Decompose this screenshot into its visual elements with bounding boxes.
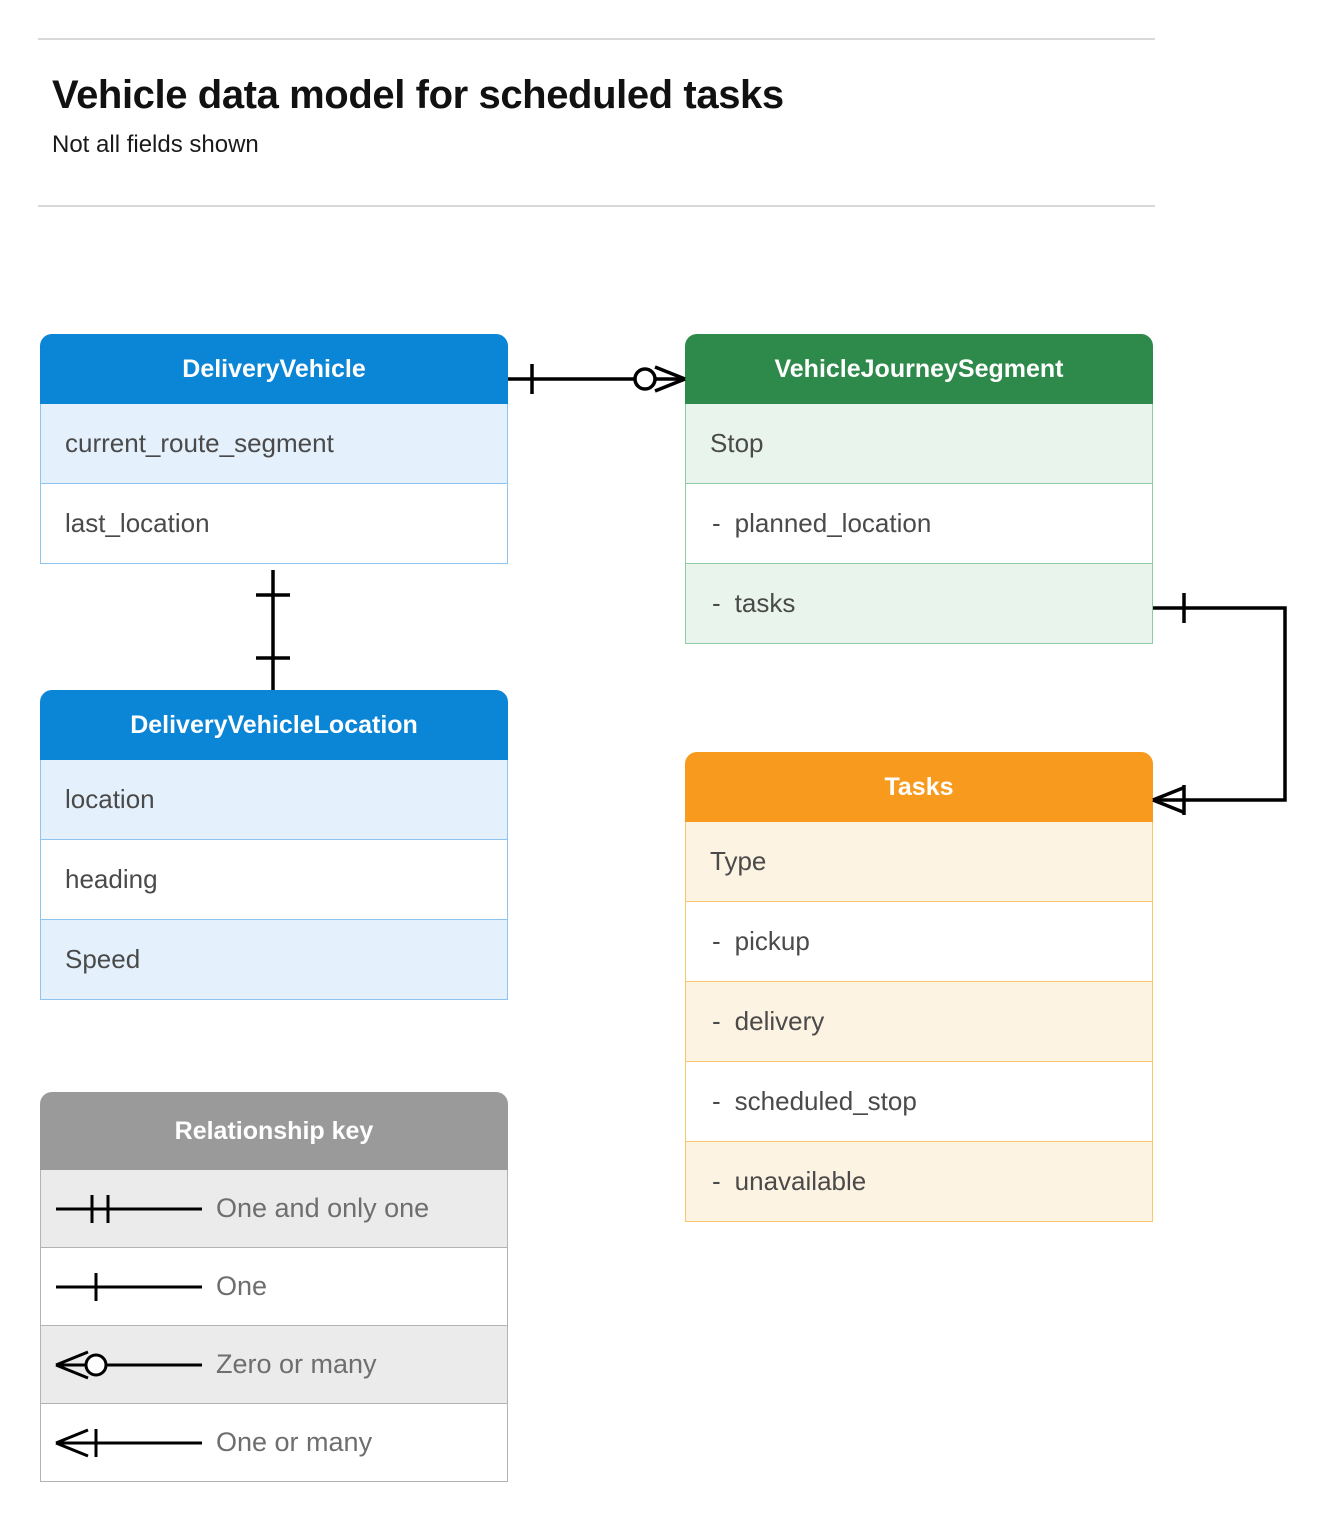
entity-field-row[interactable]: current_route_segment [40, 404, 508, 484]
legend-label: Zero or many [216, 1349, 377, 1379]
one-or-many-icon [41, 1423, 216, 1463]
legend-label: One [216, 1271, 268, 1301]
field-dash: - [712, 1006, 721, 1036]
field-label: Stop [710, 428, 764, 458]
legend-item-one-or-many: One or many [40, 1404, 508, 1482]
relationship-key-legend: Relationship key One and only one One [40, 1092, 508, 1482]
entity-title-delivery-vehicle: DeliveryVehicle [40, 334, 508, 404]
entity-field-row[interactable]: last_location [40, 484, 508, 564]
legend-label: One and only one [216, 1193, 430, 1223]
one-icon [41, 1267, 216, 1307]
entity-field-row[interactable]: - pickup [685, 902, 1153, 982]
field-label: Type [710, 846, 767, 876]
entity-vehicle-journey-segment[interactable]: VehicleJourneySegment Stop - planned_loc… [685, 334, 1153, 644]
field-label: tasks [734, 588, 796, 618]
field-dash: - [712, 1086, 721, 1116]
entity-field-row[interactable]: - scheduled_stop [685, 1062, 1153, 1142]
entity-field-row[interactable]: - planned_location [685, 484, 1153, 564]
legend-item-zero-or-many: Zero or many [40, 1326, 508, 1404]
field-dash: - [712, 926, 721, 956]
entity-delivery-vehicle[interactable]: DeliveryVehicle current_route_segment la… [40, 334, 508, 564]
legend-item-one: One [40, 1248, 508, 1326]
entity-field-row[interactable]: - tasks [685, 564, 1153, 644]
entity-title-vehicle-journey-segment: VehicleJourneySegment [685, 334, 1153, 404]
field-label: heading [65, 864, 158, 894]
entity-field-row[interactable]: - unavailable [685, 1142, 1153, 1222]
connector-deliveryvehicle-journeysegment [508, 364, 686, 394]
page-title: Vehicle data model for scheduled tasks [52, 73, 784, 117]
field-dash: - [712, 588, 721, 618]
entity-title-delivery-vehicle-location: DeliveryVehicleLocation [40, 690, 508, 760]
entity-field-row[interactable]: Type [685, 822, 1153, 902]
entity-field-row[interactable]: Speed [40, 920, 508, 1000]
legend-title: Relationship key [40, 1092, 508, 1170]
connector-journeysegment-tasks [1152, 593, 1287, 815]
legend-label: One or many [216, 1427, 373, 1457]
field-dash: - [712, 508, 721, 538]
field-label: pickup [734, 926, 810, 956]
zero-or-many-icon [41, 1345, 216, 1385]
field-label: last_location [65, 508, 210, 538]
entity-field-row[interactable]: heading [40, 840, 508, 920]
legend-item-one-and-only-one: One and only one [40, 1170, 508, 1248]
field-label: unavailable [734, 1166, 867, 1196]
field-label: current_route_segment [65, 428, 334, 458]
field-dash: - [712, 1166, 721, 1196]
entity-tasks[interactable]: Tasks Type - pickup - delivery - schedul… [685, 752, 1153, 1222]
entity-field-row[interactable]: - delivery [685, 982, 1153, 1062]
header-rule-bottom [38, 205, 1155, 207]
field-label: planned_location [734, 508, 932, 538]
entity-delivery-vehicle-location[interactable]: DeliveryVehicleLocation location heading… [40, 690, 508, 1000]
entity-title-tasks: Tasks [685, 752, 1153, 822]
page-subtitle: Not all fields shown [52, 131, 259, 158]
entity-field-row[interactable]: Stop [685, 404, 1153, 484]
field-label: scheduled_stop [734, 1086, 917, 1116]
connector-deliveryvehicle-vehiclelocation [256, 570, 290, 690]
header-rule-top [38, 38, 1155, 40]
field-label: location [65, 784, 155, 814]
entity-field-row[interactable]: location [40, 760, 508, 840]
field-label: Speed [65, 944, 141, 974]
field-label: delivery [734, 1006, 825, 1036]
one-and-only-one-icon [41, 1189, 216, 1229]
